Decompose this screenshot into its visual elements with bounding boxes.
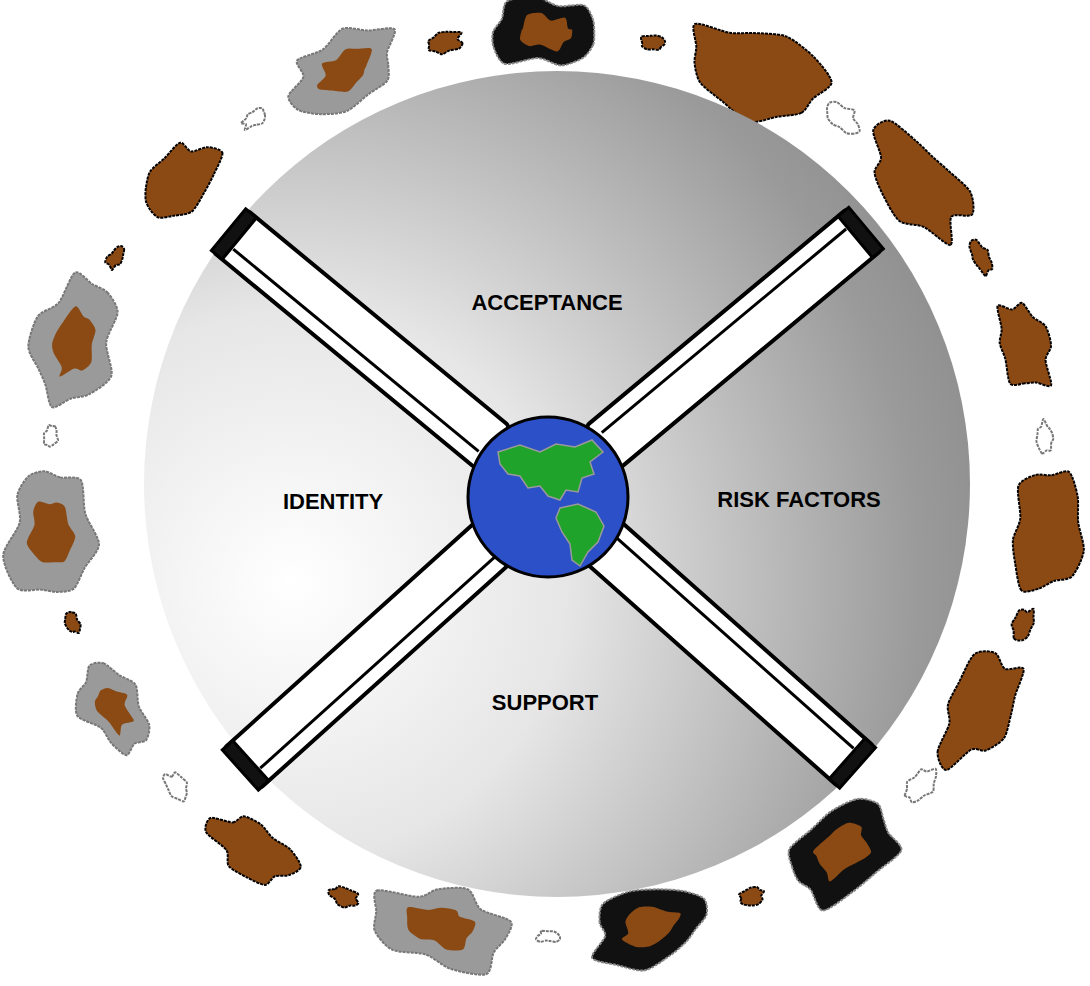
blob [536,931,560,942]
blob [827,102,860,134]
blob-core [813,823,871,882]
quadrant-label: IDENTITY [283,489,383,515]
bar-body [584,521,874,787]
bar-edge [616,537,854,748]
bar-body [213,210,510,468]
bar [586,207,883,467]
globe [468,417,628,577]
blob [492,0,594,65]
blob [905,769,937,803]
blob [789,799,902,911]
bar-cap [211,209,256,260]
blob-core [520,13,572,52]
continent [556,504,604,566]
blob [739,887,764,906]
bar-cap [222,741,269,790]
blob [3,471,99,592]
blob [145,143,222,218]
bar [584,521,876,788]
bars [211,207,883,790]
grey-disc [144,71,970,897]
bar-edge [260,555,496,768]
blob-core [52,306,95,376]
blob [65,612,81,633]
bar-edge [602,229,846,433]
continent [498,440,603,500]
blob [641,35,665,49]
quadrant-label: ACCEPTANCE [471,290,622,316]
bar-edge [233,249,478,451]
blob [997,303,1051,386]
quadrant-label: RISK FACTORS [717,487,880,513]
blob [76,663,150,756]
bar-cap [838,207,883,257]
bar [222,521,512,790]
blob [1012,609,1034,641]
blob [938,651,1024,770]
blob-ring [3,0,1084,975]
blob [163,772,187,801]
blob [28,272,117,407]
blob [1013,471,1084,591]
blob-core [27,502,75,563]
bar-body [224,521,513,789]
blob [241,108,265,130]
bar-cap [829,738,875,788]
blob [288,28,395,114]
blob [969,240,992,276]
blob [44,425,58,447]
blob-core [317,48,372,92]
quadrant-label: SUPPORT [492,690,598,716]
blob-core [407,907,476,950]
blob [328,886,358,907]
blob [205,816,300,885]
blob [105,246,124,270]
bar-body [586,209,882,468]
blob-core [622,906,681,947]
blob [873,120,973,245]
blob [374,888,512,975]
blob [1036,419,1053,454]
bar [211,209,509,468]
blob [428,32,462,54]
blob-core [95,688,134,736]
blob [592,889,707,970]
